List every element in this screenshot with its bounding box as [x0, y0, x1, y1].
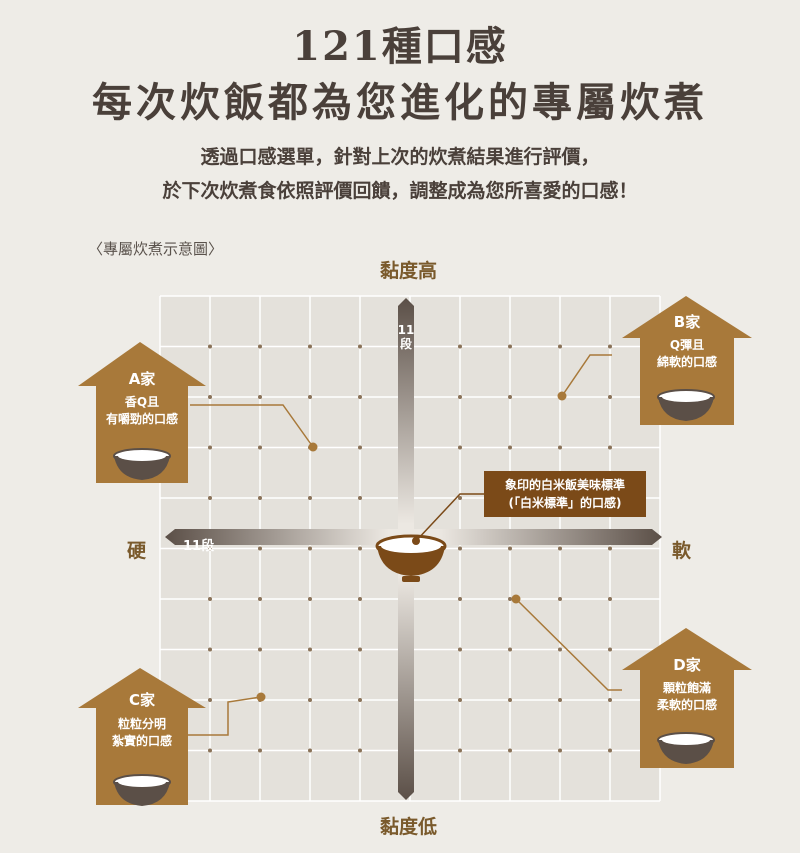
grid-dot [608, 546, 612, 551]
house-c [78, 668, 206, 806]
grid-dot [208, 546, 212, 551]
grid-dot [558, 647, 562, 652]
grid-dot [508, 647, 512, 652]
grid-dot [258, 445, 262, 450]
grid-dot [458, 748, 462, 753]
house-a-bowl-icon [113, 448, 171, 480]
horizontal-levels-label: 11段 [183, 539, 215, 554]
grid-dot [508, 546, 512, 551]
grid-dot [258, 748, 262, 753]
house-c-desc: 粒粒分明紮實的口感 [111, 717, 172, 748]
grid-dot [308, 647, 312, 652]
grid-dot [558, 344, 562, 349]
grid-dot [258, 344, 262, 349]
grid-dot [358, 748, 362, 753]
grid-dot [458, 496, 462, 500]
house-d-desc: 顆粒飽滿柔軟的口感 [656, 681, 717, 712]
subtitle-line-1: 透過口感選單，針對上次的炊煮結果進行評價， [200, 146, 600, 168]
axis-label-right: 軟 [672, 540, 692, 562]
subtitle-line-2: 於下次炊煮食依照評價回饋，調整成為您所喜愛的口感！ [162, 180, 638, 202]
grid-dot [208, 698, 212, 702]
house-d [622, 628, 752, 768]
grid-dot [258, 597, 262, 601]
axis-label-top: 黏度高 [380, 260, 438, 282]
grid-dot [258, 647, 262, 652]
grid-dot [608, 344, 612, 349]
grid-dot [208, 395, 212, 399]
grid-dot [258, 546, 262, 551]
grid-dot [508, 395, 512, 399]
grid-dot [308, 395, 312, 399]
grid-dot [208, 597, 212, 601]
house-a-label: A家 [128, 370, 156, 388]
grid-dot [508, 445, 512, 450]
grid-dot [258, 395, 262, 399]
house-a-desc: 香Q且有嚼勁的口感 [105, 395, 178, 426]
standard-texture-box: 象印的白米飯美味標準 (「白米標準」的口感) [484, 471, 646, 517]
house-c-label: C家 [128, 691, 155, 709]
connector-lines [180, 354, 622, 736]
house-b-label: B家 [673, 313, 701, 331]
house-d-label: D家 [673, 656, 701, 674]
grid-dot [508, 698, 512, 702]
grid-dot [308, 344, 312, 349]
grid-dot [508, 748, 512, 753]
grid-dot [608, 445, 612, 450]
grid-dot [608, 395, 612, 399]
grid-dot [258, 496, 262, 500]
grid-dot [308, 597, 312, 601]
house-b [622, 296, 752, 425]
grid-dot [358, 496, 362, 500]
axis-label-bottom: 黏度低 [380, 816, 438, 838]
diagram-caption: 〈專屬炊煮示意圖〉 [88, 240, 224, 258]
grid-dot [308, 496, 312, 500]
grid-dot [458, 445, 462, 450]
grid-dot [208, 647, 212, 652]
grid-dot [558, 546, 562, 551]
page-headline: 每次炊飯都為您進化的專屬炊煮 [92, 79, 708, 126]
grid-dot [308, 748, 312, 753]
grid-dot [458, 395, 462, 399]
grid-dot [458, 546, 462, 551]
grid-dot [508, 597, 512, 601]
grid-dot [608, 597, 612, 601]
grid-dot [608, 647, 612, 652]
grid-dot [458, 647, 462, 652]
grid-dot [358, 546, 362, 551]
house-b-desc: Q彈且綿軟的口感 [656, 338, 717, 369]
grid-dot [358, 395, 362, 399]
house-c-bowl-icon [113, 774, 171, 806]
grid-dot [358, 344, 362, 349]
grid-dot [458, 698, 462, 702]
house-a [78, 342, 206, 483]
grid-dot [358, 445, 362, 450]
grid-dot [558, 445, 562, 450]
grid-dot [308, 698, 312, 702]
grid-dot [558, 698, 562, 702]
grid-dot [458, 597, 462, 601]
grid-dot [458, 344, 462, 349]
grid-dot [208, 344, 212, 349]
grid-dot [208, 496, 212, 500]
house-d-bowl-icon [657, 732, 715, 764]
page-title: 121種口感 [292, 23, 508, 70]
texture-points [256, 391, 567, 702]
grid-dot [558, 748, 562, 753]
grid-dot [208, 445, 212, 450]
grid-dot [608, 698, 612, 702]
house-b-bowl-icon [657, 389, 715, 421]
grid-dot [358, 597, 362, 601]
center-rice-bowl-icon [375, 534, 447, 582]
grid-dot [358, 647, 362, 652]
grid-dot [208, 748, 212, 753]
grid-dot [308, 546, 312, 551]
grid-dot [508, 344, 512, 349]
grid-dot [358, 698, 362, 702]
grid-dot [608, 748, 612, 753]
grid-dot [558, 597, 562, 601]
axis-label-left: 硬 [127, 540, 147, 562]
